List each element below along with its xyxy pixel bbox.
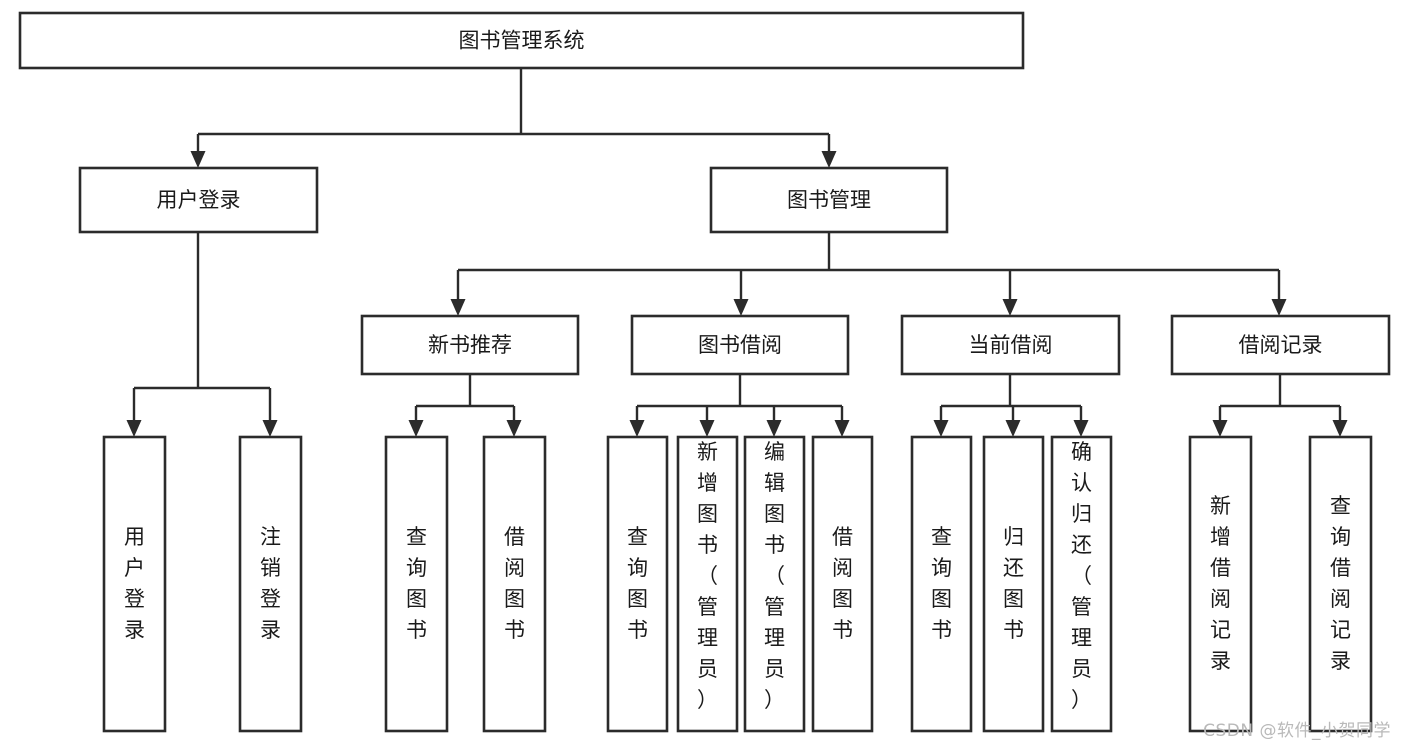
arrow-head-bookmgmt_to_level3-0	[450, 299, 466, 316]
node-label-recommend-borrow-book: 借阅图书	[504, 525, 525, 642]
connector-current_to_leaves	[939, 374, 1083, 420]
node-label-recommend-query-book: 查询图书	[406, 525, 427, 642]
node-label-borrow-records: 借阅记录	[1239, 333, 1323, 357]
arrow-head-recommend_to_leaves-0	[408, 420, 424, 437]
node-box-current-return-book[interactable]	[982, 435, 1045, 733]
node-box-borrow-edit-book[interactable]	[743, 435, 806, 733]
node-borrow-edit-book[interactable]: 编辑图书（管理员）	[743, 435, 806, 733]
node-box-recommend-borrow-book[interactable]	[482, 435, 547, 733]
node-current-confirm-return[interactable]: 确认归还（管理员）	[1050, 435, 1113, 733]
node-boxes-group: 图书管理系统用户登录用户登录注销登录图书管理新书推荐查询图书借阅图书图书借阅查询…	[18, 11, 1391, 733]
arrow-head-bookmgmt_to_level3-3	[1271, 299, 1287, 316]
node-user-login-leaf[interactable]: 用户登录	[102, 435, 167, 733]
node-label-user-login: 用户登录	[157, 188, 241, 212]
connector-root_to_level2	[196, 68, 831, 151]
node-box-borrow-query-book[interactable]	[606, 435, 669, 733]
node-root[interactable]: 图书管理系统	[18, 11, 1025, 70]
node-current-query-book[interactable]: 查询图书	[910, 435, 973, 733]
arrow-head-borrow_to_leaves-3	[834, 420, 850, 437]
arrow-head-borrow_to_leaves-1	[699, 420, 715, 437]
connector-bookmgmt_to_level3	[456, 232, 1281, 299]
node-borrow-add-book[interactable]: 新增图书（管理员）	[676, 435, 739, 733]
node-label-current-query-book: 查询图书	[931, 525, 952, 642]
node-user-logout-leaf[interactable]: 注销登录	[238, 435, 303, 733]
node-label-root: 图书管理系统	[459, 29, 585, 53]
node-box-borrow-records[interactable]	[1170, 314, 1391, 376]
node-label-book-management: 图书管理	[787, 188, 871, 212]
node-label-book-borrow: 图书借阅	[698, 333, 782, 357]
arrow-head-bookmgmt_to_level3-2	[1002, 299, 1018, 316]
arrow-head-login_to_leaves-1	[262, 420, 278, 437]
node-book-management[interactable]: 图书管理	[709, 166, 949, 234]
connector-lines-group	[126, 68, 1348, 437]
node-box-record-query[interactable]	[1308, 435, 1373, 733]
node-record-add[interactable]: 新增借阅记录	[1188, 435, 1253, 733]
arrow-head-login_to_leaves-0	[126, 420, 142, 437]
node-current-borrow[interactable]: 当前借阅	[900, 314, 1121, 376]
node-box-user-logout-leaf[interactable]	[238, 435, 303, 733]
node-box-record-add[interactable]	[1188, 435, 1253, 733]
node-label-borrow-add-book: 新增图书（管理员）	[697, 440, 718, 712]
node-box-recommend-query-book[interactable]	[384, 435, 449, 733]
node-label-borrow-edit-book: 编辑图书（管理员）	[764, 440, 785, 712]
node-label-current-confirm-return: 确认归还（管理员）	[1071, 440, 1092, 712]
arrow-head-borrow_to_leaves-0	[629, 420, 645, 437]
node-borrow-records[interactable]: 借阅记录	[1170, 314, 1391, 376]
node-label-borrow-query-book: 查询图书	[627, 525, 648, 642]
arrow-head-current_to_leaves-1	[1005, 420, 1021, 437]
node-borrow-borrow-book[interactable]: 借阅图书	[811, 435, 874, 733]
arrow-head-root_to_level2-1	[821, 151, 837, 168]
connector-recommend_to_leaves	[414, 374, 516, 420]
node-label-user-logout-leaf: 注销登录	[260, 525, 281, 642]
arrow-head-borrow_to_leaves-2	[766, 420, 782, 437]
arrow-head-current_to_leaves-0	[933, 420, 949, 437]
node-box-book-management[interactable]	[709, 166, 949, 234]
connector-borrow_to_leaves	[635, 374, 844, 420]
node-label-current-borrow: 当前借阅	[969, 333, 1053, 357]
arrow-head-records_to_leaves-1	[1332, 420, 1348, 437]
node-book-borrow[interactable]: 图书借阅	[630, 314, 850, 376]
node-box-borrow-borrow-book[interactable]	[811, 435, 874, 733]
node-label-new-book-recommend: 新书推荐	[428, 333, 512, 357]
connector-login_to_leaves	[132, 232, 272, 420]
connector-records_to_leaves	[1218, 374, 1342, 420]
node-box-current-borrow[interactable]	[900, 314, 1121, 376]
node-box-user-login[interactable]	[78, 166, 319, 234]
arrow-head-records_to_leaves-0	[1212, 420, 1228, 437]
node-record-query[interactable]: 查询借阅记录	[1308, 435, 1373, 733]
csdn-watermark: CSDN @软件_小贺同学	[1203, 721, 1391, 741]
node-label-record-query: 查询借阅记录	[1330, 494, 1351, 673]
node-borrow-query-book[interactable]: 查询图书	[606, 435, 669, 733]
arrow-head-recommend_to_leaves-1	[506, 420, 522, 437]
node-box-current-confirm-return[interactable]	[1050, 435, 1113, 733]
arrow-head-current_to_leaves-2	[1073, 420, 1089, 437]
node-label-borrow-borrow-book: 借阅图书	[832, 525, 853, 642]
node-box-new-book-recommend[interactable]	[360, 314, 580, 376]
node-box-borrow-add-book[interactable]	[676, 435, 739, 733]
arrow-head-bookmgmt_to_level3-1	[733, 299, 749, 316]
node-label-current-return-book: 归还图书	[1003, 525, 1024, 642]
node-new-book-recommend[interactable]: 新书推荐	[360, 314, 580, 376]
arrow-head-root_to_level2-0	[190, 151, 206, 168]
node-box-current-query-book[interactable]	[910, 435, 973, 733]
node-current-return-book[interactable]: 归还图书	[982, 435, 1045, 733]
node-box-user-login-leaf[interactable]	[102, 435, 167, 733]
node-label-record-add: 新增借阅记录	[1210, 494, 1231, 673]
node-box-book-borrow[interactable]	[630, 314, 850, 376]
node-label-user-login-leaf: 用户登录	[124, 525, 145, 642]
node-box-root[interactable]	[18, 11, 1025, 70]
node-user-login[interactable]: 用户登录	[78, 166, 319, 234]
node-recommend-query-book[interactable]: 查询图书	[384, 435, 449, 733]
node-recommend-borrow-book[interactable]: 借阅图书	[482, 435, 547, 733]
